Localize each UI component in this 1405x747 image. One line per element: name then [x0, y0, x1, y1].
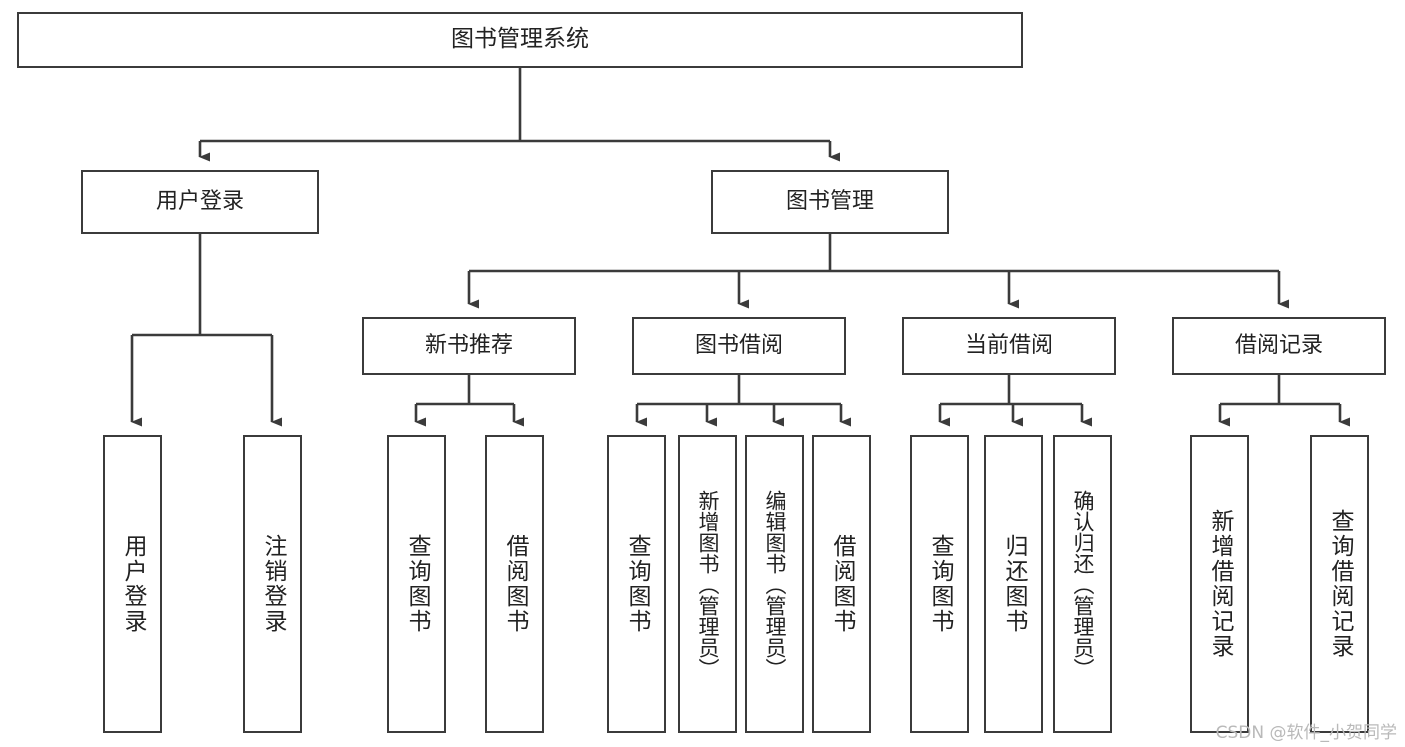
node-leaf-return-book-label: 归还图书 — [1001, 534, 1027, 634]
node-leaf-user-login[interactable]: 用户登录 — [103, 435, 162, 733]
node-current-borrow[interactable]: 当前借阅 — [902, 317, 1116, 375]
node-book-borrow-label: 图书借阅 — [694, 333, 783, 359]
node-new-book-rec[interactable]: 新书推荐 — [362, 317, 576, 375]
node-leaf-query-record-label: 查询借阅记录 — [1327, 509, 1353, 659]
node-leaf-add-record[interactable]: 新增借阅记录 — [1190, 435, 1249, 733]
node-leaf-add-record-label: 新增借阅记录 — [1207, 509, 1233, 659]
node-leaf-query-book-1-label: 查询图书 — [404, 534, 430, 634]
node-leaf-query-book-2[interactable]: 查询图书 — [607, 435, 666, 733]
node-leaf-edit-book-label: 编辑图书（管理员） — [763, 489, 787, 679]
node-leaf-user-login-label: 用户登录 — [120, 534, 146, 634]
node-user-login-label: 用户登录 — [155, 189, 244, 215]
node-leaf-borrow-book-2[interactable]: 借阅图书 — [812, 435, 871, 733]
node-leaf-borrow-book-2-label: 借阅图书 — [829, 534, 855, 634]
node-leaf-add-book[interactable]: 新增图书（管理员） — [678, 435, 737, 733]
node-new-book-rec-label: 新书推荐 — [424, 333, 513, 359]
csdn-watermark: CSDN @软件_小贺同学 — [1215, 723, 1397, 743]
node-borrow-record-label: 借阅记录 — [1234, 333, 1323, 359]
node-leaf-query-record[interactable]: 查询借阅记录 — [1310, 435, 1369, 733]
node-book-manage-label: 图书管理 — [785, 189, 874, 215]
node-leaf-borrow-book-1-label: 借阅图书 — [502, 534, 528, 634]
node-root-label: 图书管理系统 — [451, 26, 589, 53]
node-leaf-query-book-2-label: 查询图书 — [624, 534, 650, 634]
node-leaf-query-book-3-label: 查询图书 — [927, 534, 953, 634]
node-current-borrow-label: 当前借阅 — [964, 333, 1053, 359]
node-leaf-return-book[interactable]: 归还图书 — [984, 435, 1043, 733]
node-leaf-edit-book[interactable]: 编辑图书（管理员） — [745, 435, 804, 733]
node-borrow-record[interactable]: 借阅记录 — [1172, 317, 1386, 375]
node-leaf-query-book-1[interactable]: 查询图书 — [387, 435, 446, 733]
node-book-borrow[interactable]: 图书借阅 — [632, 317, 846, 375]
node-root[interactable]: 图书管理系统 — [17, 12, 1023, 68]
node-leaf-user-logout[interactable]: 注销登录 — [243, 435, 302, 733]
node-leaf-borrow-book-1[interactable]: 借阅图书 — [485, 435, 544, 733]
node-leaf-user-logout-label: 注销登录 — [260, 534, 286, 634]
node-leaf-confirm-return[interactable]: 确认归还（管理员） — [1053, 435, 1112, 733]
node-leaf-add-book-label: 新增图书（管理员） — [696, 489, 720, 679]
node-leaf-query-book-3[interactable]: 查询图书 — [910, 435, 969, 733]
node-book-manage[interactable]: 图书管理 — [711, 170, 949, 234]
node-leaf-confirm-return-label: 确认归还（管理员） — [1071, 489, 1095, 679]
node-user-login[interactable]: 用户登录 — [81, 170, 319, 234]
